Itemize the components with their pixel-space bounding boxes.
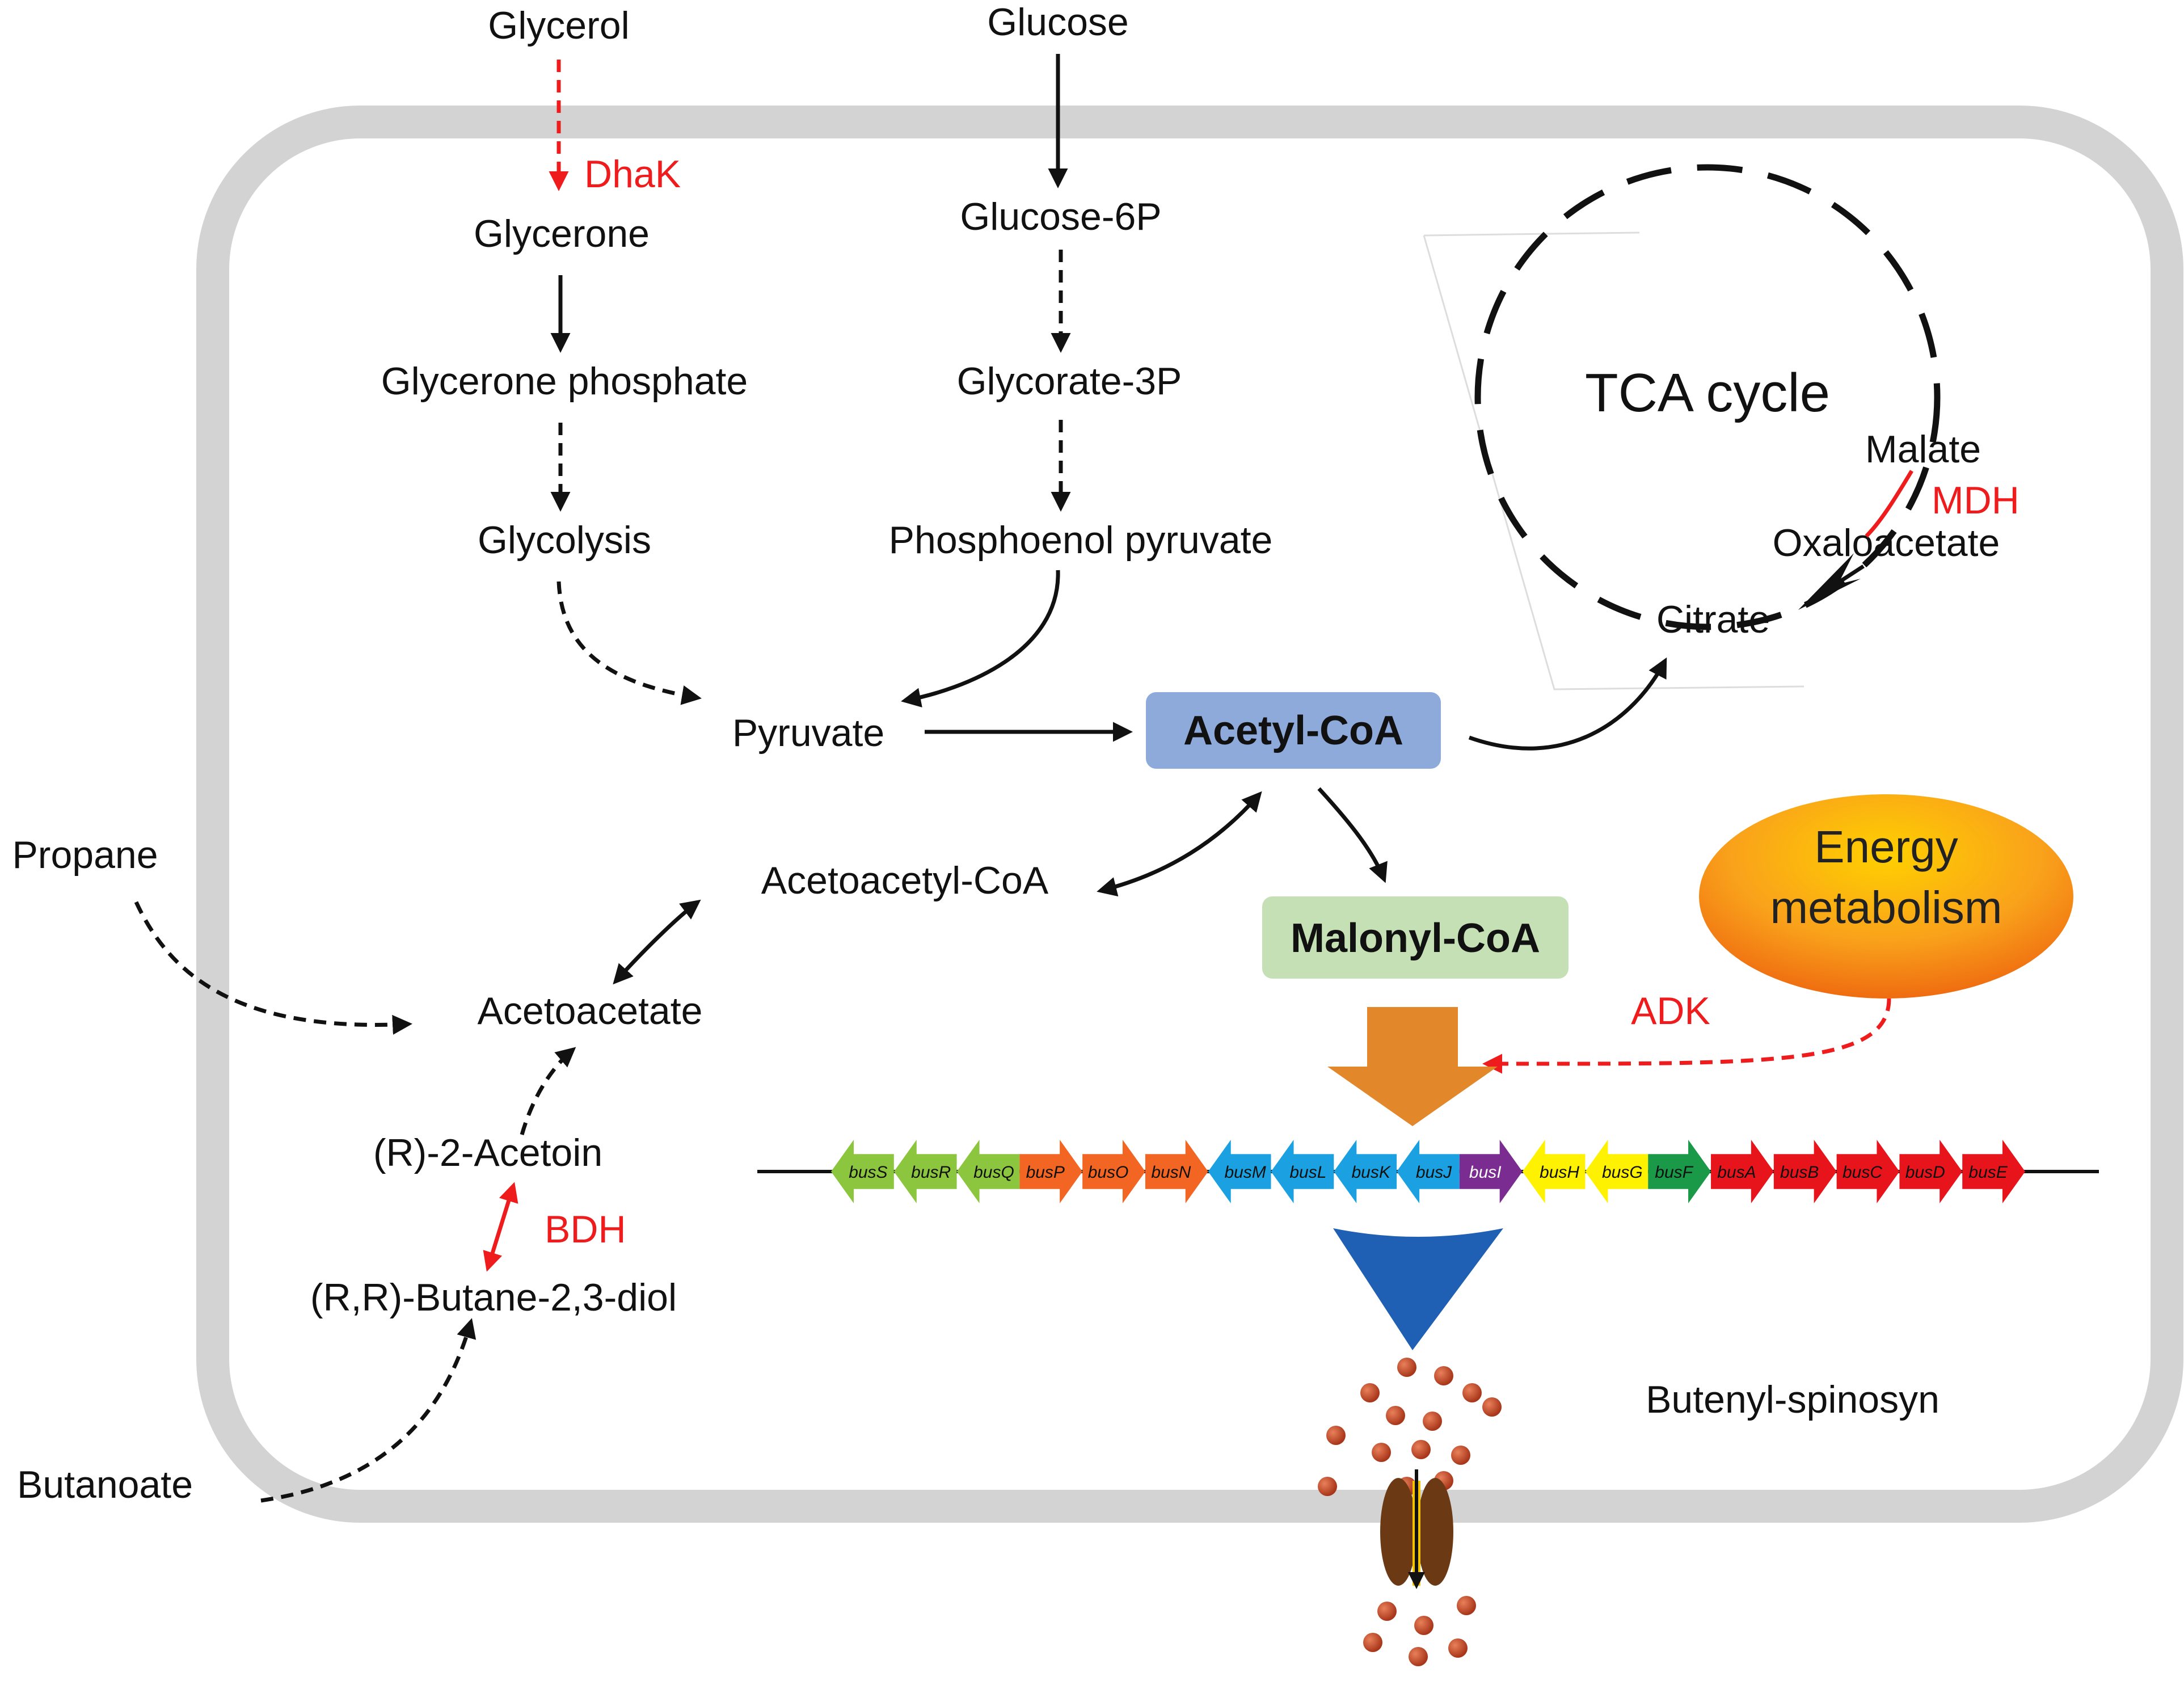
tca-cycle-title: TCA cycle [1585,363,1830,423]
gene-label-busL: busL [1289,1163,1326,1182]
gene-label-busK: busK [1352,1163,1392,1182]
malonyl-coa-label: Malonyl-CoA [1291,916,1540,961]
gene-label-busA: busA [1717,1163,1756,1182]
acetyl-coa-label: Acetyl-CoA [1183,708,1403,753]
gene-arrow-busS [831,1140,894,1203]
energy-metabolism-ellipse [1699,794,2073,999]
glucose-label: Glucose [987,1,1128,44]
citrate-label: Citrate [1656,598,1770,641]
cell-membrane [196,106,2183,1523]
gene-arrow-busC [1836,1140,1900,1203]
glycerone-phosphate-label: Glycerone phosphate [381,360,748,403]
gene-label-busG: busG [1602,1163,1643,1182]
spinosyn-molecules-inside [1318,1358,1502,1496]
gene-label-busC: busC [1843,1163,1882,1182]
gene-label-busE: busE [1968,1163,2008,1182]
energy-label-line1: Energy [1814,821,1958,872]
gene-arrow-busE [1962,1140,2025,1203]
glycerol-label: Glycerol [488,4,629,47]
glycolysis-label: Glycolysis [478,519,651,562]
gene-arrow-busQ [956,1140,1020,1203]
acetyl-coa-box [1146,692,1441,769]
acetoacetyl-coa-label: Acetoacetyl-CoA [761,859,1049,902]
gene-label-busS: busS [849,1163,887,1182]
tca-region-border-left [1423,235,1804,690]
pyruvate-label: Pyruvate [732,711,884,755]
gene-label-busO: busO [1088,1163,1129,1182]
gene-label-busN: busN [1151,1163,1191,1182]
cluster-blue-arrow [1333,1228,1503,1350]
propane-label: Propane [12,833,158,877]
acetoin-label: (R)-2-Acetoin [373,1131,602,1174]
arrow-acetoin-butanediol [483,1182,518,1272]
gene-arrow-busJ [1397,1140,1460,1203]
gene-arrow-busK [1334,1140,1397,1203]
malate-label: Malate [1865,428,1981,471]
gene-label-busH: busH [1540,1163,1579,1182]
enzyme-dhak-label: DhaK [584,153,681,196]
glucose-6p-label: Glucose-6P [960,195,1161,238]
gene-arrow-busF [1648,1140,1711,1203]
glycorate-3p-label: Glycorate-3P [957,360,1182,403]
gene-arrow-busB [1773,1140,1837,1203]
enzyme-mdh-label: MDH [1932,479,2019,522]
gene-arrow-busR [893,1140,957,1203]
gene-arrow-busL [1271,1140,1334,1203]
gene-label-busP: busP [1026,1163,1065,1182]
gene-label-busI: busI [1469,1163,1502,1182]
arrow-acetyl-coa-acetoacetyl-coa [1097,791,1262,897]
malonyl-orange-arrow [1327,1007,1498,1126]
arrow-acetyl-coa-malonyl-coa [1317,787,1388,883]
energy-label-line2: metabolism [1770,882,2002,933]
gene-label-busF: busF [1655,1163,1693,1182]
enzyme-bdh-label: BDH [545,1208,626,1251]
arrow-acetoacetyl-coa-acetoacetate [613,899,701,985]
gene-arrow-busN [1145,1140,1208,1203]
acetoacetate-label: Acetoacetate [478,989,703,1033]
arrow-oxaloacetate-citrate-head [1798,553,1861,610]
gene-arrow-busP [1019,1140,1083,1203]
gene-arrow-busD [1899,1140,1963,1203]
arrow-acetyl-coa-citrate [1468,657,1667,751]
arrow-glycolysis-pyruvate [556,581,702,705]
gene-cluster: busS busR busQ busP busO busN busM busL busK busJ… [831,1140,2025,1203]
gene-label-busQ: busQ [973,1163,1014,1182]
gene-arrow-busM [1208,1140,1271,1203]
gene-label-busM: busM [1224,1163,1266,1182]
gene-arrow-busA [1711,1140,1774,1203]
arrow-energy-to-cluster [1482,998,1891,1074]
arrow-acetoin-acetoacetate [520,1047,576,1135]
malonyl-coa-box [1262,896,1569,979]
gene-arrow-busO [1082,1140,1145,1203]
arrow-butanoate-butanediol [260,1318,477,1503]
gene-label-busJ: busJ [1416,1163,1452,1182]
gene-arrow-busI [1459,1140,1523,1203]
butanediol-label: (R,R)-Butane-2,3-diol [310,1276,677,1319]
tca-region-border [1423,231,1640,237]
enzyme-adk-label: ADK [1631,989,1710,1033]
arrow-malate-oxaloacetate [1865,470,1914,538]
gene-label-busR: busR [911,1163,951,1182]
glycerone-label: Glycerone [474,212,650,255]
gene-arrow-busG [1585,1140,1648,1203]
butenyl-spinosyn-label: Butenyl-spinosyn [1646,1378,1940,1421]
oxaloacetate-label: Oxaloacetate [1773,521,2000,564]
gene-arrow-busH [1522,1140,1586,1203]
butanoate-label: Butanoate [17,1463,193,1506]
phosphoenol-pyruvate-label: Phosphoenol pyruvate [889,519,1273,562]
membrane-transporter [1380,1469,1453,1589]
spinosyn-molecules-outside [1363,1596,1476,1666]
gene-label-busD: busD [1905,1163,1945,1182]
arrow-pep-pyruvate [901,570,1060,707]
tca-cycle-circle [1474,164,1941,630]
gene-label-busB: busB [1780,1163,1819,1182]
arrow-propane-acetoacetate [134,901,412,1035]
